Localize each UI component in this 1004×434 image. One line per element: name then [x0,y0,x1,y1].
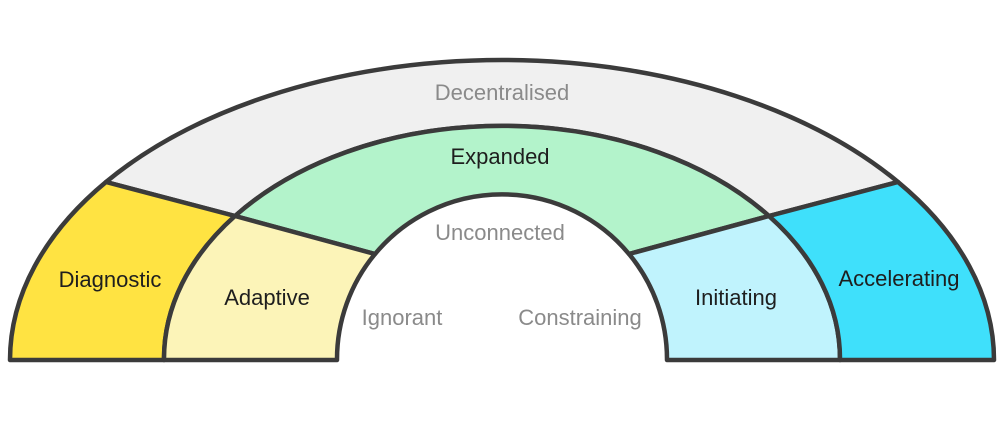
arch-labels: Decentralised Expanded Unconnected Diagn… [59,80,960,330]
label-diagnostic: Diagnostic [59,267,162,292]
label-accelerating: Accelerating [838,266,959,291]
label-adaptive: Adaptive [224,285,310,310]
segment-expanded [232,123,772,257]
label-unconnected: Unconnected [435,220,565,245]
arch-segments [7,57,997,363]
segment-accelerating [766,179,997,363]
label-decentralised: Decentralised [435,80,570,105]
label-constraining: Constraining [518,305,642,330]
segment-adaptive [161,213,378,363]
label-expanded: Expanded [450,144,549,169]
label-initiating: Initiating [695,285,777,310]
label-ignorant: Ignorant [362,305,443,330]
